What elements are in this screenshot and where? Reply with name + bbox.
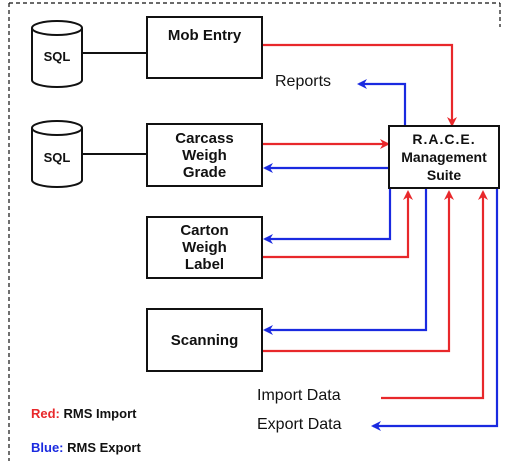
- import-flow-mob-entry: [263, 43, 457, 127]
- legend-import: Red: RMS Import: [31, 406, 136, 421]
- database-icon: [31, 120, 83, 188]
- export-flow-reports: [357, 79, 407, 125]
- import-data-label: Import Data: [257, 387, 341, 404]
- carton-weigh-label-box: Carton Weigh Label: [146, 216, 263, 279]
- export-data-flow: [371, 188, 499, 431]
- race-label-line-2: Management: [401, 149, 487, 165]
- database-label: SQL: [43, 150, 71, 165]
- carton-label-line-2: Weigh: [182, 239, 227, 256]
- carcass-weigh-grade-box: Carcass Weigh Grade: [146, 123, 263, 187]
- legend-import-text: RMS Import: [63, 406, 137, 421]
- mob-entry-label: Mob Entry: [167, 27, 242, 44]
- carcass-label-line-3: Grade: [182, 163, 227, 181]
- scanning-box: Scanning: [146, 308, 263, 372]
- reports-label: Reports: [275, 73, 332, 90]
- dashed-frame: [8, 2, 501, 461]
- mob-entry-box: Mob Entry: [146, 16, 263, 79]
- legend-export-text: RMS Export: [67, 440, 141, 455]
- legend-export-key: Blue:: [31, 440, 64, 455]
- import-data-flow: [381, 190, 488, 400]
- race-label-line-1: R.A.C.E.: [412, 131, 476, 147]
- carcass-label-line-2: Weigh: [182, 146, 227, 164]
- export-data-label: Export Data: [257, 416, 342, 433]
- database-label: SQL: [43, 49, 71, 64]
- race-label-line-3: Suite: [426, 167, 462, 183]
- race-management-suite-box: R.A.C.E. Management Suite: [388, 125, 500, 189]
- import-flow-scanning: [263, 190, 454, 353]
- export-flow-carton: [263, 188, 392, 244]
- legend-import-key: Red:: [31, 406, 60, 421]
- carton-label-line-3: Label: [184, 256, 225, 273]
- legend-export: Blue: RMS Export: [31, 440, 141, 455]
- import-flow-carton: [263, 190, 413, 259]
- database-icon: [31, 20, 83, 88]
- carton-label-line-1: Carton: [180, 222, 229, 239]
- export-flow-scanning: [263, 188, 428, 335]
- carcass-label-line-1: Carcass: [175, 129, 234, 147]
- scanning-label: Scanning: [170, 331, 239, 349]
